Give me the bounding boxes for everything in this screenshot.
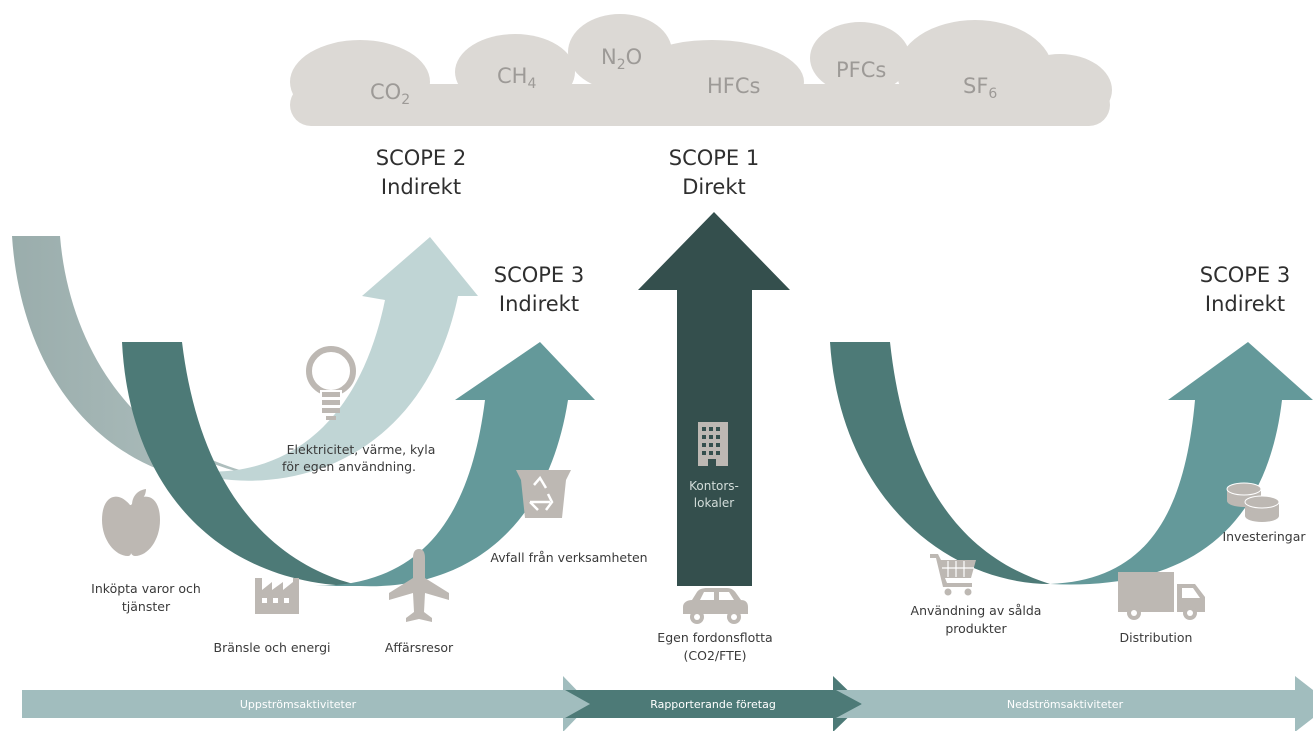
label-use-sold-line2: produkter	[945, 621, 1007, 636]
gas-co2: CO2	[370, 80, 410, 108]
label-offices-line2: lokaler	[694, 496, 734, 510]
label-waste: Avfall från verksamheten	[490, 550, 647, 565]
gas-n2o: N2O	[601, 45, 642, 73]
shopping-cart-icon	[930, 554, 976, 596]
scope1-subtitle: Direkt	[682, 175, 746, 199]
airplane-icon	[389, 549, 449, 622]
scope3-downstream-title: SCOPE 3	[1200, 263, 1291, 287]
gas-pfcs: PFCs	[836, 58, 886, 82]
downstream-band	[836, 676, 1313, 731]
upstream-band	[22, 676, 590, 731]
label-fleet-line2: (CO2/FTE)	[684, 648, 747, 663]
upstream-band-label: Uppströmsaktiviteter	[240, 698, 357, 711]
label-investments: Investeringar	[1222, 529, 1306, 544]
scope2-arrow	[150, 237, 478, 481]
gas-ch4: CH4	[497, 64, 536, 92]
label-travel: Affärsresor	[385, 640, 454, 655]
upstream-teal-arrow-down	[122, 342, 360, 586]
label-distribution: Distribution	[1120, 630, 1193, 645]
scope3-downstream-subtitle: Indirekt	[1205, 292, 1285, 316]
scope3-upstream-title: SCOPE 3	[494, 263, 585, 287]
downstream-band-label: Nedströmsaktiviteter	[1007, 698, 1124, 711]
coins-icon	[1226, 482, 1280, 522]
label-use-sold-line1: Användning av sålda	[911, 603, 1042, 618]
gas-sf6: SF6	[963, 74, 997, 102]
gas-hfcs: HFCs	[707, 74, 760, 98]
downstream-teal-arrow-up	[1050, 342, 1313, 585]
scope2-title: SCOPE 2	[376, 146, 467, 170]
upstream-teal-arrow-up	[315, 342, 595, 587]
reporting-band-label: Rapporterande företag	[650, 698, 776, 711]
scope1-arrow	[638, 212, 790, 586]
label-electricity-line2: för egen användning.	[282, 459, 416, 474]
scope1-title: SCOPE 1	[669, 146, 760, 170]
scope2-subtitle: Indirekt	[381, 175, 461, 199]
delivery-truck-icon	[1118, 572, 1205, 620]
label-purchased-line1: Inköpta varor och	[91, 581, 201, 596]
office-building-icon	[698, 422, 728, 466]
apple-icon	[102, 489, 160, 556]
label-offices-line1: Kontors-	[689, 479, 739, 493]
label-electricity-line1: Elektricitet, värme, kyla	[287, 442, 436, 457]
car-icon	[683, 588, 748, 624]
reporting-band	[565, 676, 862, 731]
label-fleet-line1: Egen fordonsflotta	[657, 630, 772, 645]
scope3-upstream-subtitle: Indirekt	[499, 292, 579, 316]
downstream-teal-arrow-down	[830, 342, 1050, 584]
label-fuel: Bränsle och energi	[214, 640, 331, 655]
recycle-bin-icon	[516, 470, 571, 518]
label-purchased-line2: tjänster	[122, 599, 171, 614]
factory-icon	[255, 578, 299, 614]
lightbulb-icon	[306, 346, 356, 420]
emissions-cloud	[290, 14, 1112, 126]
